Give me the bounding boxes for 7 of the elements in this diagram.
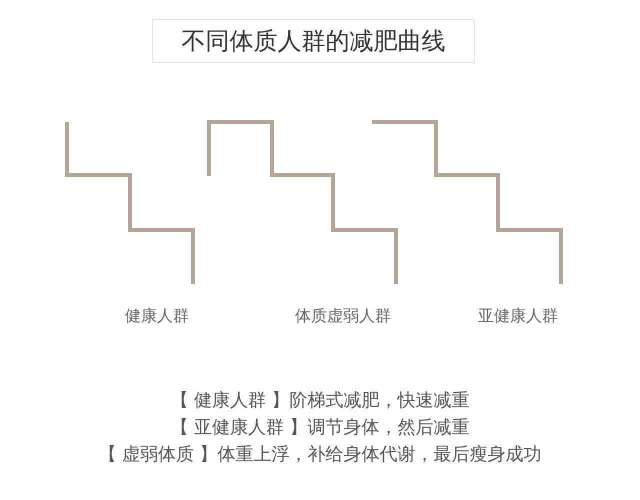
group-label: 体质虚弱人群 bbox=[295, 306, 391, 326]
note-text: 【 亚健康人群 】调节身体，然后减重 bbox=[170, 417, 470, 439]
note-text: 【 虚弱体质 】体重上浮，补给身体代谢，最后瘦身成功 bbox=[98, 444, 542, 466]
title: 不同体质人群的减肥曲线 bbox=[152, 19, 475, 63]
group-label: 亚健康人群 bbox=[478, 306, 558, 326]
group-label: 健康人群 bbox=[125, 306, 189, 326]
note-text: 【 健康人群 】阶梯式减肥，快速减重 bbox=[170, 390, 470, 412]
